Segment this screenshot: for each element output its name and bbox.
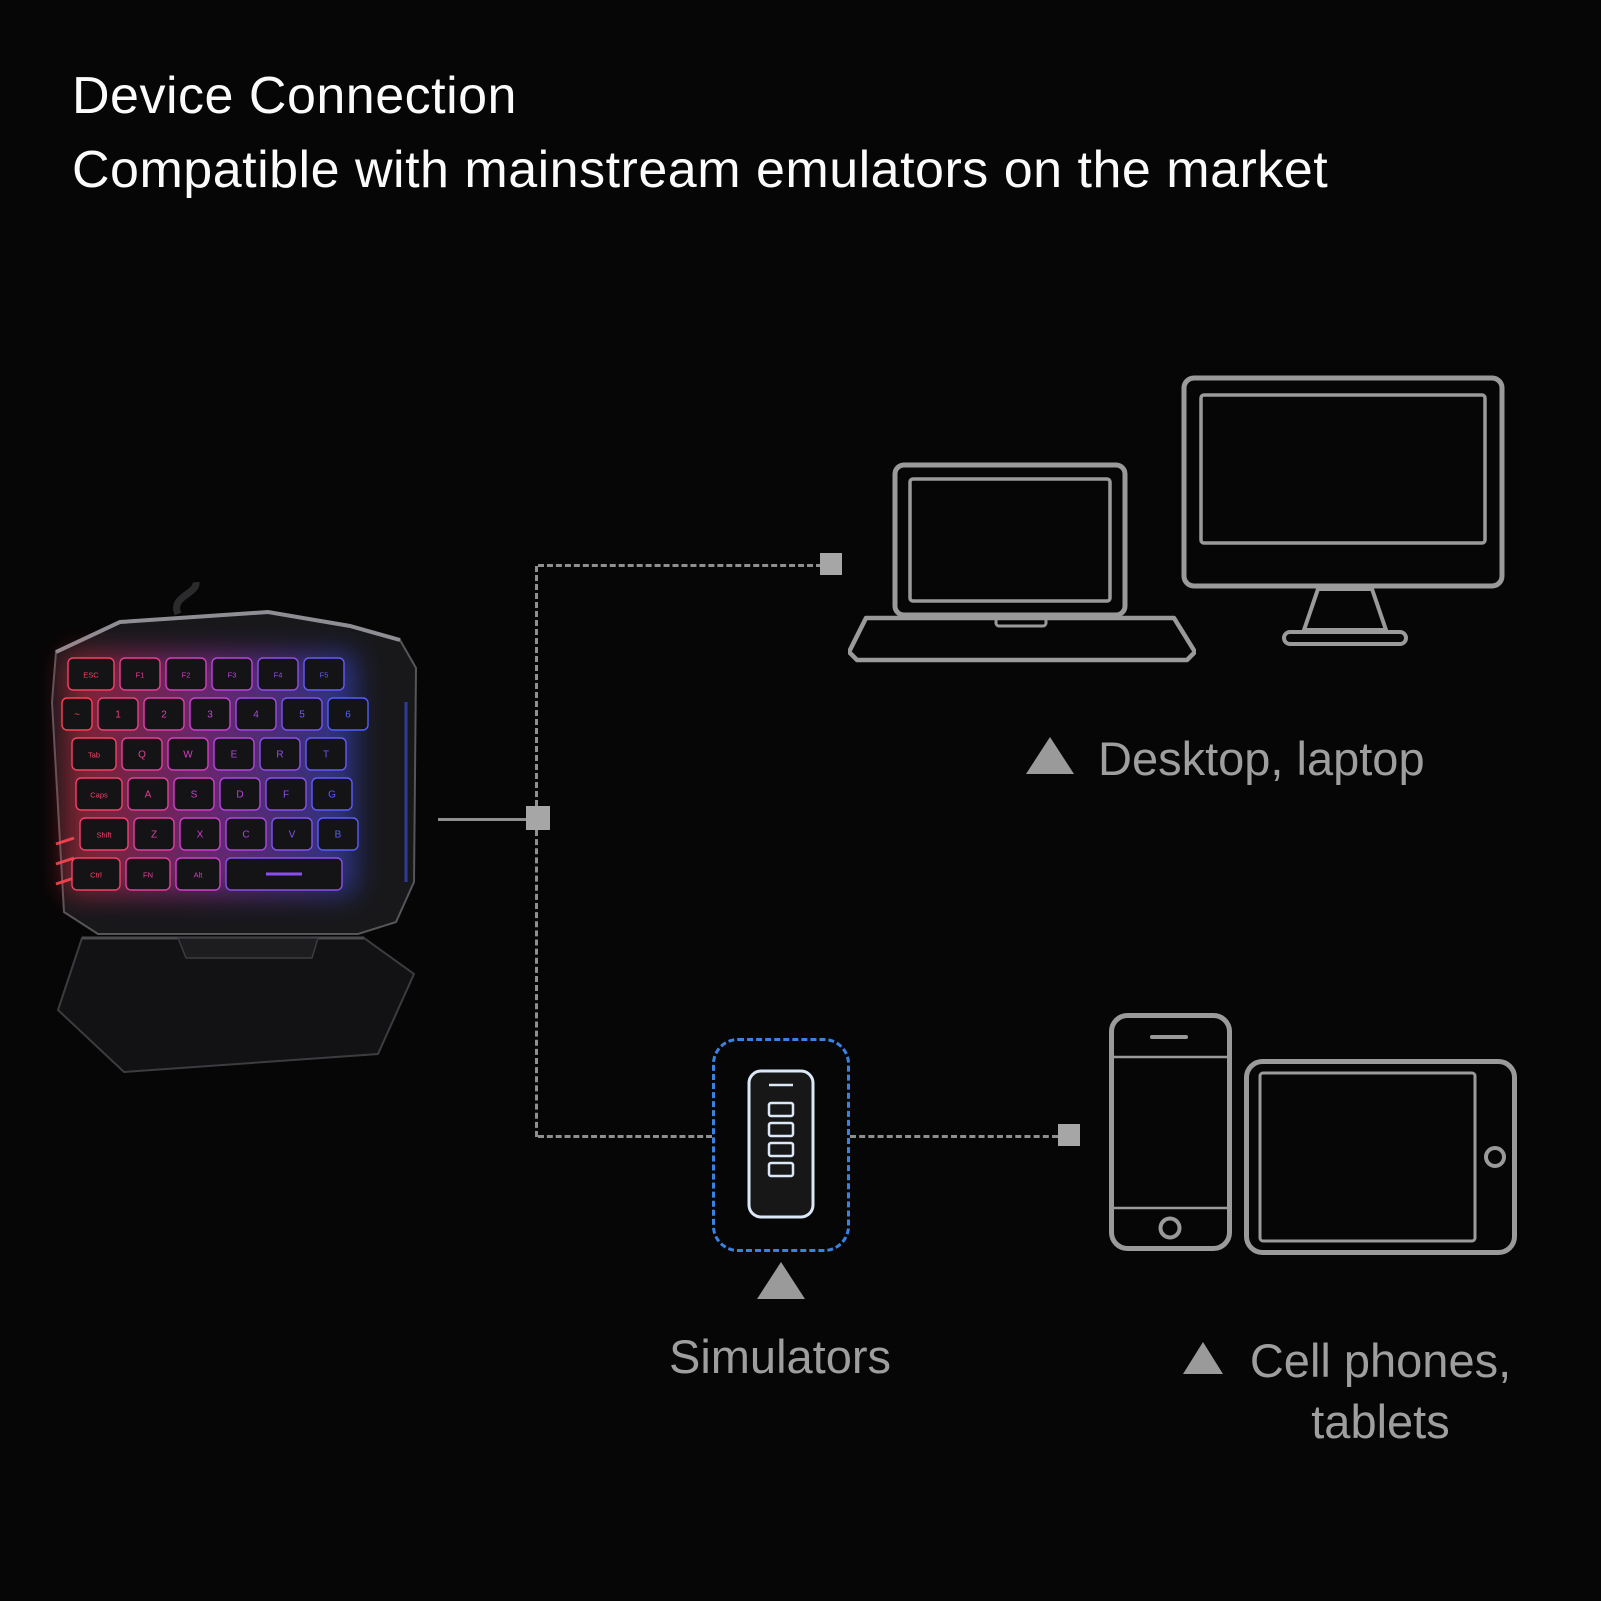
keyboard-left-accent: [55, 856, 75, 866]
svg-text:Caps: Caps: [90, 791, 108, 800]
laptop-icon: [848, 460, 1196, 665]
simulator-marker-triangle: [757, 1262, 805, 1299]
title-line-1: Device Connection: [72, 67, 517, 125]
svg-text:3: 3: [207, 710, 213, 721]
svg-text:Alt: Alt: [194, 871, 204, 880]
title-line-2: Compatible with mainstream emulators on …: [72, 140, 1329, 199]
phone-icon: [1108, 1012, 1233, 1252]
svg-text:V: V: [289, 830, 296, 841]
svg-text:FN: FN: [143, 871, 153, 880]
svg-text:T: T: [323, 750, 329, 761]
svg-text:E: E: [231, 750, 238, 761]
svg-text:Z: Z: [151, 830, 157, 841]
svg-text:5: 5: [299, 710, 305, 721]
phones-marker-triangle: [1183, 1342, 1223, 1374]
keyboard-cable: [173, 581, 200, 616]
connector-to-simulator: [538, 1135, 712, 1138]
connector-simulator-to-phones: [850, 1135, 1058, 1138]
svg-text:B: B: [335, 830, 342, 841]
svg-text:Q: Q: [138, 750, 146, 761]
svg-text:A: A: [145, 790, 152, 801]
svg-text:C: C: [242, 830, 249, 841]
svg-text:F: F: [283, 790, 289, 801]
svg-text:F3: F3: [228, 671, 237, 680]
phones-label-line-1: Cell phones,: [1249, 1334, 1512, 1387]
keyboard-left-accent: [55, 836, 75, 846]
svg-text:~: ~: [74, 710, 80, 721]
svg-text:D: D: [236, 790, 243, 801]
simulator-device: [712, 1038, 850, 1252]
keyboard-top-frame: [55, 609, 401, 654]
simulator-label: Simulators: [668, 1330, 891, 1383]
svg-text:Tab: Tab: [88, 751, 100, 760]
svg-text:X: X: [197, 830, 204, 841]
keyboard-wrist-rest-detail: [176, 937, 320, 959]
svg-text:ESC: ESC: [83, 671, 99, 680]
svg-text:R: R: [276, 750, 283, 761]
simulator-device-graphic: [747, 1069, 815, 1219]
svg-text:6: 6: [345, 710, 351, 721]
desktop-marker-triangle: [1026, 737, 1074, 774]
svg-text:F5: F5: [320, 671, 329, 680]
monitor-icon: [1180, 374, 1510, 666]
svg-text:W: W: [183, 750, 193, 761]
hub-node-square: [526, 806, 550, 830]
svg-text:Shift: Shift: [96, 831, 112, 840]
svg-text:S: S: [191, 790, 198, 801]
connector-down: [535, 830, 538, 1137]
svg-text:4: 4: [253, 710, 259, 721]
keyboard-left-accent: [55, 876, 75, 886]
phones-label: Cell phones, tablets: [1228, 1330, 1533, 1452]
connector-keyboard-to-hub: [438, 818, 532, 821]
desktop-label: Desktop, laptop: [1098, 732, 1425, 785]
computer-node-square: [820, 553, 842, 575]
svg-text:Ctrl: Ctrl: [90, 871, 102, 880]
svg-text:1: 1: [115, 710, 121, 721]
phones-label-line-2: tablets: [1311, 1395, 1450, 1449]
connector-to-computers: [538, 564, 822, 567]
svg-text:F2: F2: [182, 671, 191, 680]
svg-text:2: 2: [161, 710, 167, 721]
page-title: Device Connection Compatible with mainst…: [72, 60, 1328, 208]
tablet-icon: [1243, 1058, 1518, 1256]
phone-node-square: [1058, 1124, 1080, 1146]
svg-text:F4: F4: [274, 671, 283, 680]
svg-text:G: G: [328, 790, 336, 801]
connector-up: [535, 566, 538, 806]
svg-text:F1: F1: [136, 671, 145, 680]
